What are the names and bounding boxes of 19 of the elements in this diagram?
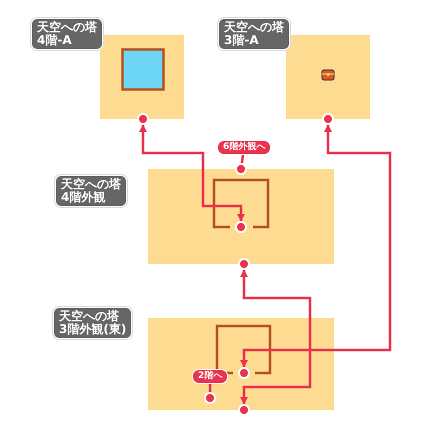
warp-point: [238, 367, 250, 379]
route-arrow: [240, 269, 312, 405]
warp-point: [235, 163, 247, 175]
warp-point: [238, 404, 250, 416]
area-label: 天空への塔3階外観(東): [53, 307, 132, 339]
warp-point: [322, 113, 334, 125]
destination-tag: 2階へ: [192, 369, 228, 384]
area-label: 天空への塔4階外観: [55, 175, 127, 207]
route-arrow: [139, 124, 245, 222]
warp-point: [235, 221, 247, 233]
route-line: [208, 384, 212, 392]
route-line: [240, 154, 244, 164]
warp-point: [204, 392, 216, 404]
destination-tag: 6階外観へ: [217, 140, 272, 155]
area-label: 天空への塔3階-A: [218, 18, 290, 50]
warp-point: [137, 113, 149, 125]
route-arrow: [240, 124, 392, 368]
warp-point: [238, 258, 250, 270]
area-label: 天空への塔4階-A: [31, 18, 103, 50]
